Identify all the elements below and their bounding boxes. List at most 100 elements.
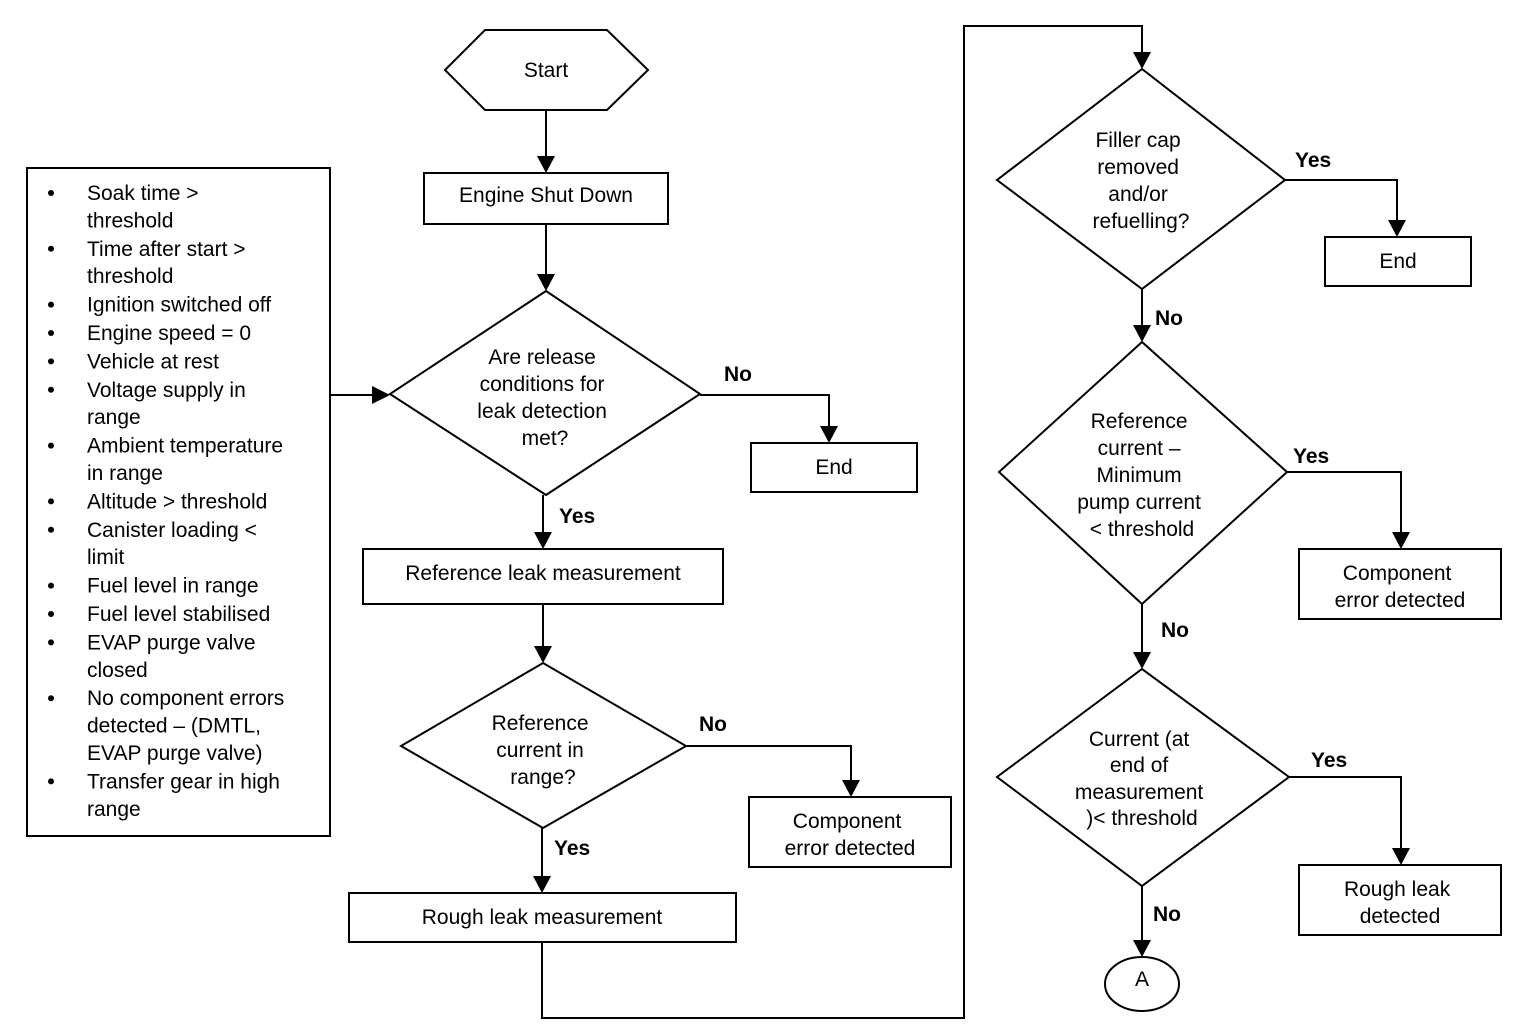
- ref-leak-label: Reference leak measurement: [405, 562, 681, 585]
- label-release-yes: Yes: [559, 505, 595, 528]
- condition-text: Ambient temperature: [87, 435, 283, 458]
- rough-leak-process: Rough leak measurement: [348, 892, 737, 943]
- condition-text: EVAP purge valve): [87, 742, 263, 765]
- condition-item: Engine speed = 0: [48, 322, 251, 345]
- bullet-icon: [48, 639, 54, 646]
- release-line-3: leak detection: [477, 400, 607, 423]
- label-refmin-no: No: [1161, 619, 1189, 642]
- component-error-text-2: Component error detected: [1335, 562, 1466, 612]
- release-line-1: Are release: [488, 346, 595, 369]
- start-terminator: Start: [443, 29, 650, 111]
- end-terminator-1: End: [750, 442, 918, 493]
- current-line-3: measurement: [1075, 781, 1204, 804]
- condition-text: range: [87, 406, 141, 429]
- condition-item: Canister loading <limit: [48, 519, 257, 569]
- refmin-line-1: Reference: [1091, 410, 1188, 433]
- edge-refmin-yes: [1287, 471, 1402, 534]
- filler-line-2: removed: [1097, 156, 1179, 179]
- condition-item: Vehicle at rest: [48, 350, 219, 373]
- refmin-line-2: current –: [1098, 437, 1181, 460]
- condition-text: Fuel level stabilised: [87, 603, 270, 626]
- label-release-no: No: [724, 363, 752, 386]
- rough-leak-label: Rough leak measurement: [422, 906, 663, 929]
- condition-text: Ignition switched off: [87, 294, 271, 317]
- condition-text: Altitude > threshold: [87, 490, 267, 513]
- start-label: Start: [524, 59, 569, 82]
- bullet-icon: [48, 330, 54, 336]
- arrowhead: [537, 156, 555, 173]
- condition-item: Ignition switched off: [48, 294, 271, 317]
- release-question: Are release conditions for leak detectio…: [477, 346, 612, 450]
- condition-item: Ambient temperature in range: [48, 435, 283, 485]
- condition-text: threshold: [87, 265, 173, 288]
- arrowhead: [534, 532, 552, 549]
- end-label-1: End: [815, 456, 852, 479]
- component-error-2-line-1: Component: [1343, 562, 1452, 585]
- filler-diamond: [995, 67, 1287, 291]
- condition-item: Fuel level stabilised: [48, 603, 270, 626]
- arrowhead: [820, 426, 838, 443]
- condition-text: No component errors: [87, 687, 284, 710]
- arrowhead: [1133, 325, 1151, 342]
- condition-text: Voltage supply in: [87, 379, 246, 402]
- component-error-text-1: Component error detected: [785, 810, 916, 860]
- arrowhead: [1133, 52, 1151, 69]
- component-error-box-1: [748, 796, 952, 868]
- condition-text: closed: [87, 659, 148, 682]
- refmin-line-3: Minimum: [1096, 464, 1181, 487]
- condition-text: EVAP purge valve: [87, 631, 256, 654]
- condition-text: Engine speed = 0: [87, 322, 251, 345]
- component-error-2: Component error detected: [1298, 548, 1502, 620]
- arrowhead: [533, 876, 551, 893]
- filler-decision: Filler cap removed and/or refuelling?: [995, 67, 1287, 291]
- arrowhead: [1388, 220, 1406, 237]
- current-question: Current (at end of measurement )< thresh…: [1075, 728, 1209, 830]
- condition-text: Vehicle at rest: [87, 350, 219, 373]
- range-diamond: [399, 661, 689, 830]
- current-decision: Current (at end of measurement )< thresh…: [995, 667, 1291, 888]
- filler-line-3: and/or: [1108, 183, 1168, 206]
- shutdown-label: Engine Shut Down: [459, 184, 633, 207]
- release-line-4: met?: [522, 427, 569, 450]
- edge-filler-yes: [1285, 179, 1398, 222]
- bullet-icon: [48, 498, 54, 505]
- ref-leak-box: [362, 548, 724, 605]
- current-line-4: )< threshold: [1086, 807, 1197, 830]
- condition-item: No component errors detected – (DMTL, EVAP…: [48, 687, 284, 765]
- label-range-yes: Yes: [554, 837, 590, 860]
- component-error-2-line-2: error detected: [1335, 589, 1466, 612]
- condition-text: in range: [87, 462, 163, 485]
- edge-release-no: [700, 394, 830, 428]
- range-line-2: current in: [496, 739, 584, 762]
- rough-detected-line-1: Rough leak: [1344, 878, 1451, 901]
- condition-text: limit: [87, 546, 124, 569]
- edge-range-no: [686, 745, 852, 782]
- condition-text: detected – (DMTL,: [87, 715, 261, 738]
- component-error-1-line-1: Component: [793, 810, 902, 833]
- arrowhead: [537, 274, 555, 291]
- condition-text: threshold: [87, 209, 173, 232]
- condition-item: Voltage supply in range: [48, 379, 246, 429]
- refmin-line-4: pump current: [1077, 491, 1201, 514]
- connector-circle: [1104, 956, 1180, 1012]
- refmin-diamond: [997, 340, 1289, 606]
- label-range-no: No: [699, 713, 727, 736]
- current-diamond: [995, 667, 1291, 888]
- end-box-2: [1324, 236, 1472, 287]
- label-current-no: No: [1153, 903, 1181, 926]
- bullet-icon: [48, 442, 54, 449]
- bullet-icon: [48, 695, 54, 702]
- condition-text: Time after start >: [87, 238, 246, 261]
- arrowhead: [372, 386, 390, 404]
- refmin-line-5: < threshold: [1090, 518, 1195, 541]
- current-line-1: Current (at: [1089, 728, 1190, 751]
- filler-line-4: refuelling?: [1093, 210, 1190, 233]
- rough-detected: Rough leak detected: [1298, 864, 1502, 936]
- label-filler-no: No: [1155, 307, 1183, 330]
- range-decision: Reference current in range?: [399, 661, 689, 830]
- rough-detected-text: Rough leak detected: [1344, 878, 1456, 928]
- current-line-2: end of: [1110, 754, 1169, 777]
